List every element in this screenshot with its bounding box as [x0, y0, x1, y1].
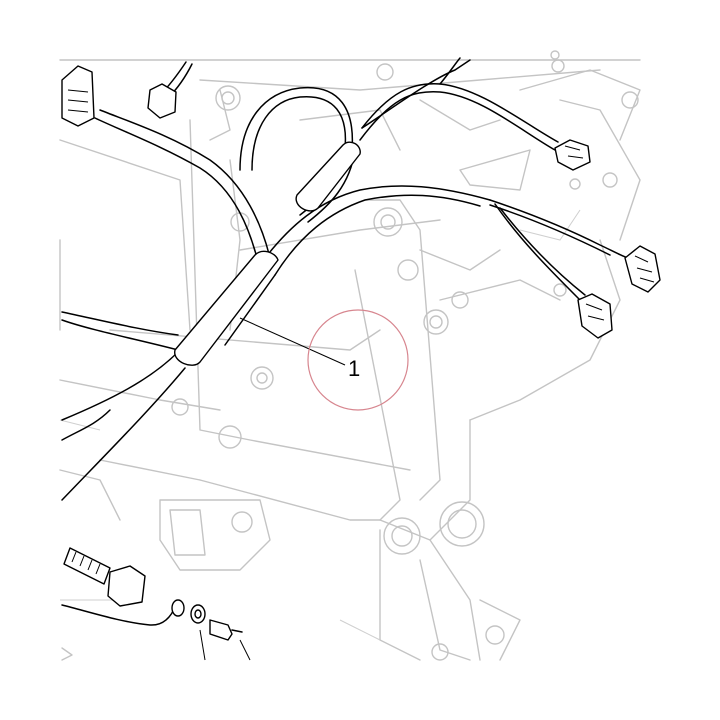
- connectors: [61, 65, 661, 607]
- harness-sleeve-upper: [295, 141, 361, 212]
- harness-sleeves: [174, 141, 361, 366]
- fasteners: [61, 599, 251, 661]
- connector-lower-left: [107, 565, 146, 607]
- washer-1: [171, 599, 185, 617]
- callout-label-1: 1: [348, 356, 360, 381]
- connector-top-left: [147, 83, 177, 119]
- bolt: [209, 619, 233, 641]
- highlight-circle: [307, 309, 409, 411]
- connector-top-right: [554, 139, 591, 171]
- sensor-body: [63, 547, 111, 585]
- frame-linework: [59, 50, 641, 661]
- connector-lower-right: [577, 293, 613, 339]
- callout-leader: [239, 317, 346, 366]
- connector-upper-left-edge: [61, 65, 95, 127]
- harness-sleeve-lower: [174, 250, 279, 366]
